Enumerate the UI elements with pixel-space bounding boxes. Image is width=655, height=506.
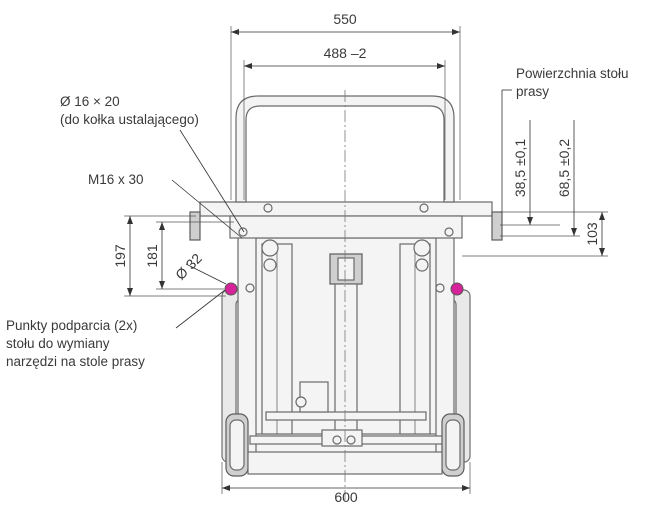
callout-support-line3: narzędzi na stole prasy <box>6 354 145 369</box>
support-points <box>224 282 464 296</box>
support-point-left <box>224 282 238 296</box>
support-point-right <box>450 282 464 296</box>
callout-labels: Ø 16 × 20 (do kołka ustalającego) M16 x … <box>6 66 629 369</box>
dim-103: 103 <box>584 222 600 246</box>
callout-support-line2: stołu do wymiany <box>6 336 110 351</box>
dim-550: 550 <box>333 11 357 27</box>
callout-surface-line2: prasy <box>516 84 549 99</box>
dimension-lines <box>124 26 608 494</box>
callout-hole-size: Ø 16 × 20 <box>60 94 120 109</box>
callout-surface-line1: Powierzchnia stołu <box>516 66 629 81</box>
dim-600: 600 <box>334 489 358 505</box>
callout-support-line1: Punkty podparcia (2x) <box>6 318 137 333</box>
dim-38-5: 38,5 ±0,1 <box>512 139 528 197</box>
dim-68-5: 68,5 ±0,2 <box>556 139 572 197</box>
dim-488: 488 –2 <box>324 45 367 61</box>
dim-dia-32: Ø 32 <box>172 250 205 283</box>
dim-197: 197 <box>112 244 128 268</box>
trolley-body <box>189 90 503 500</box>
callout-thread: M16 x 30 <box>88 172 144 187</box>
dim-181: 181 <box>144 244 160 268</box>
callout-hole-purpose: (do kołka ustalającego) <box>60 112 199 127</box>
